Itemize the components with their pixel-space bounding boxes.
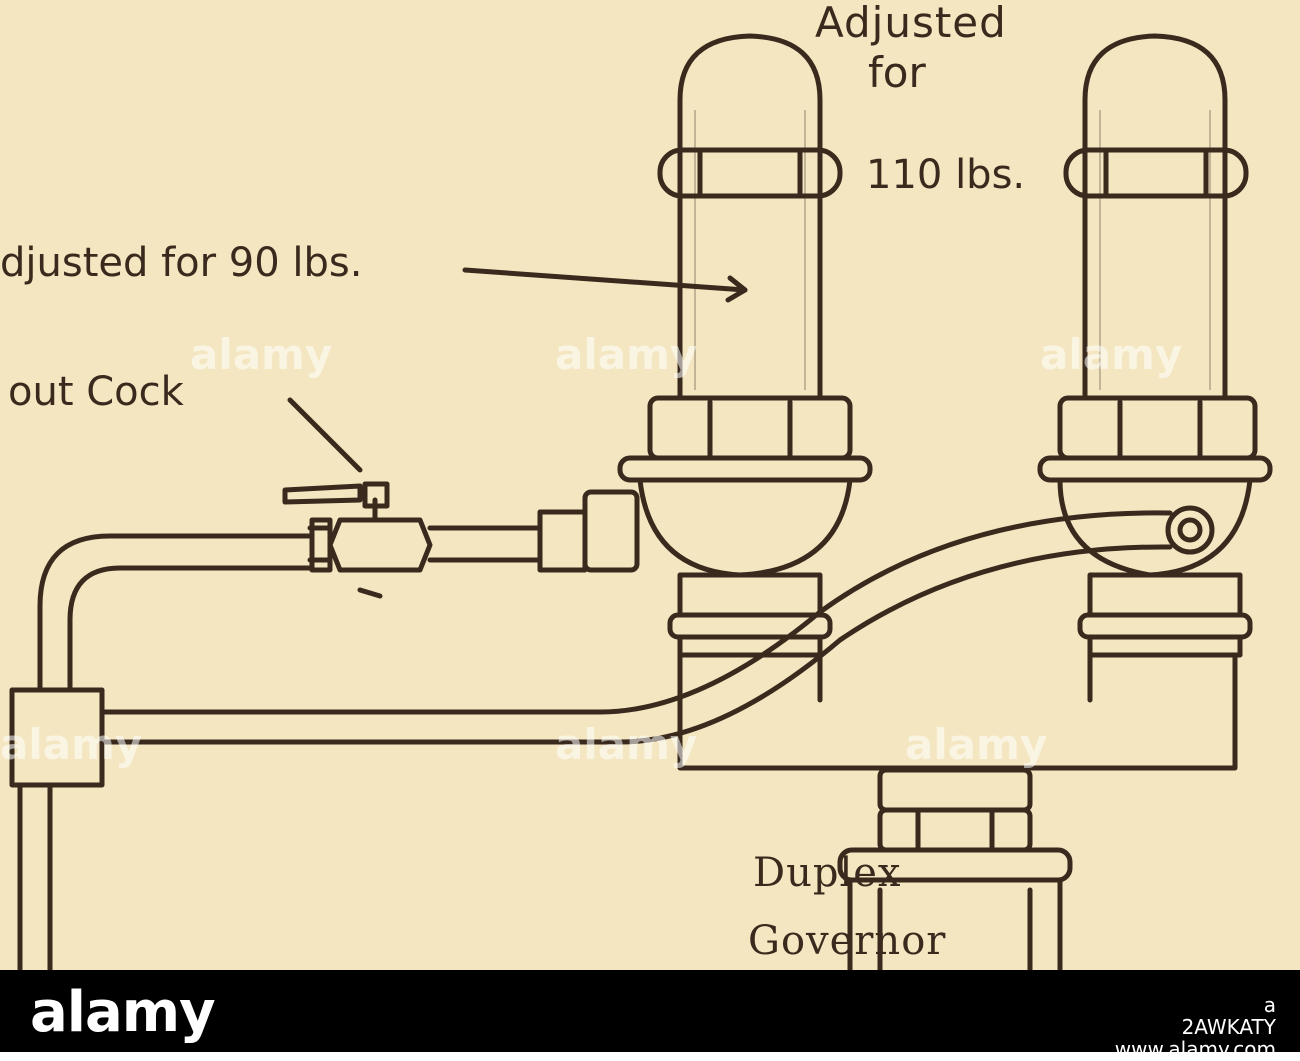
stock-logo[interactable]: alamy: [30, 980, 216, 1045]
image-id-prefix: a: [1263, 993, 1276, 1017]
watermark-text: alamy: [905, 720, 1048, 769]
label-duplex: Duplex: [753, 850, 902, 896]
label-110-lbs: 110 lbs.: [862, 152, 1030, 198]
watermark-text: alamy: [0, 720, 143, 769]
watermark-text: alamy: [555, 330, 698, 379]
label-governor: Governor: [748, 918, 947, 964]
image-id-code: 2AWKATY: [1181, 1015, 1276, 1039]
left-governor-head: [617, 33, 873, 658]
cutout-cock-pipe: [9, 481, 640, 970]
label-for: for: [868, 48, 926, 97]
duplex-governor-drawing: [9, 33, 1273, 970]
label-cutout-cock: out Cock: [8, 369, 184, 415]
leader-lines: [287, 267, 748, 473]
stock-footer-bar: alamy a 2AWKATY www.alamy.com: [0, 970, 1300, 1060]
crossing-pipe: [99, 510, 1173, 745]
site-url[interactable]: www.alamy.com: [1114, 1037, 1276, 1061]
image-id-block: a 2AWKATY www.alamy.com: [1115, 994, 1276, 1060]
watermark-text: alamy: [1040, 330, 1183, 379]
diagram-illustration: Adjusted for 110 lbs. djusted for 90 lbs…: [0, 0, 1300, 970]
watermark-text: alamy: [555, 720, 698, 769]
label-adjusted: Adjusted: [815, 0, 1007, 47]
shading-hatch: [694, 110, 1211, 390]
governor-base: [677, 652, 1238, 970]
right-governor-head: [1037, 33, 1273, 658]
watermark-text: alamy: [190, 330, 333, 379]
label-adjusted-90-lbs: djusted for 90 lbs.: [0, 240, 363, 286]
